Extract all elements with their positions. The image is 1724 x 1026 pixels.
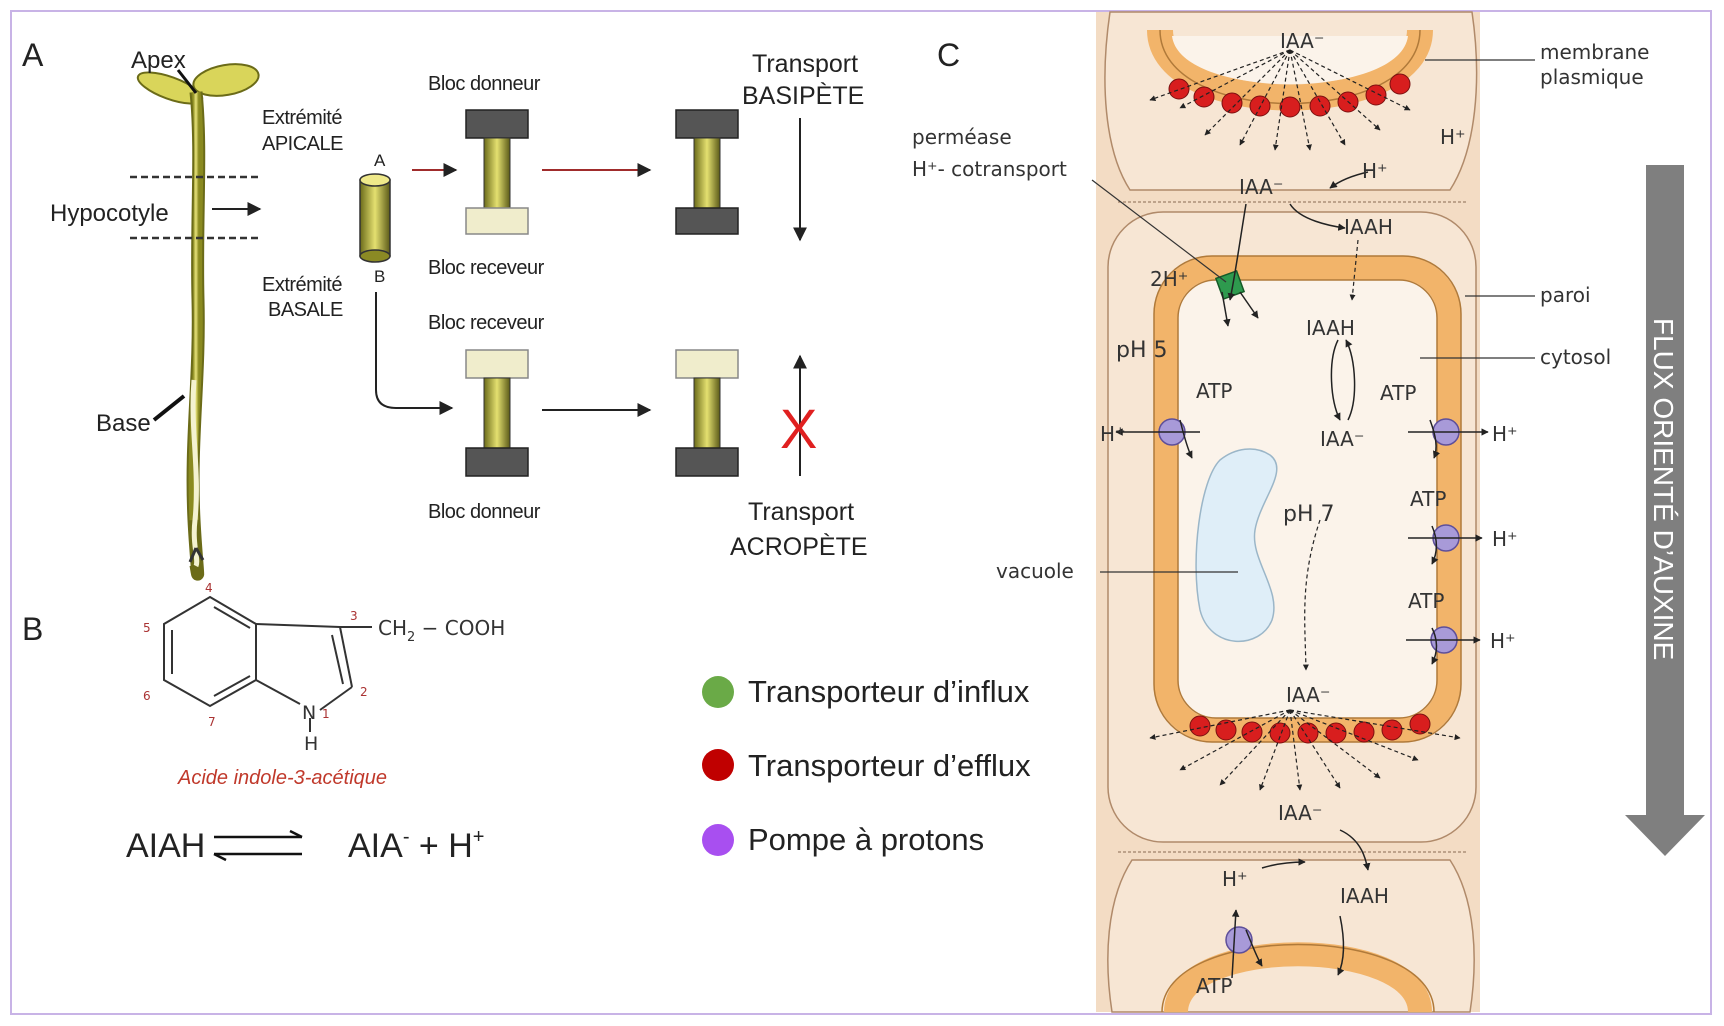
iaa-lower-wall-label: IAA⁻ [1278, 801, 1322, 825]
iaa-structure [163, 595, 372, 732]
panel-label-c: C [937, 37, 960, 73]
iaa-leaving-label: IAA⁻ [1286, 683, 1330, 707]
efflux-carriers-top [1168, 73, 1411, 118]
ph5-label: pH 5 [1116, 338, 1168, 363]
legend-swatch-influx [702, 676, 734, 708]
segment-b-label: B [374, 267, 385, 286]
hypocotyle-label: Hypocotyle [50, 200, 169, 227]
figure-frame [10, 10, 1712, 1015]
atom-2: 2 [360, 685, 368, 699]
cytosol-label: cytosol [1540, 345, 1611, 369]
atom-6: 6 [143, 689, 151, 703]
h-plus-right1-label: H⁺ [1492, 422, 1518, 446]
side-chain-label: CH2 − COOH [378, 616, 505, 645]
base-label: Base [96, 410, 151, 437]
panel-label-a: A [22, 37, 44, 73]
transport-basipete-line2: BASIPÈTE [742, 81, 864, 110]
setup-acropete-after [675, 349, 739, 477]
atom-3: 3 [350, 609, 358, 623]
bloc-donneur-top-label: Bloc donneur [428, 73, 541, 95]
iaa-top-label: IAA⁻ [1280, 29, 1324, 53]
iaa-cytosol-label: IAA⁻ [1320, 427, 1364, 451]
legend-label-efflux: Transporteur d’efflux [748, 748, 1031, 783]
permease-line1: perméase [912, 125, 1012, 149]
flux-label: FLUX ORIENTÉ D’AUXINE [1648, 318, 1679, 660]
iaah-lower-label: IAAH [1340, 884, 1389, 908]
h-plus-entering-label: H⁺ [1362, 159, 1388, 183]
transport-arrows [1115, 171, 1489, 979]
base-pointer [152, 394, 186, 422]
iaah-cytosol-label: IAAH [1306, 316, 1355, 340]
legend-label-influx: Transporteur d’influx [748, 674, 1030, 709]
nh-hydrogen-label: H [304, 733, 318, 755]
vacuole-label: vacuole [996, 559, 1074, 583]
equation-right: AIA- + H+ [348, 826, 484, 865]
atom-1: 1 [322, 707, 330, 721]
atp-right2-label: ATP [1410, 487, 1446, 511]
extremite-apicale-line1: Extrémité [262, 107, 342, 129]
transport-acropete-line1: Transport [748, 498, 854, 526]
h-plus-lower-label: H⁺ [1222, 867, 1248, 891]
h-plus-right3-label: H⁺ [1490, 629, 1516, 653]
h-plus-right2-label: H⁺ [1492, 527, 1518, 551]
membrane-plasmique-line2: plasmique [1540, 65, 1644, 89]
bloc-receveur-top-label: Bloc receveur [428, 257, 545, 279]
hypocotyl-segment [359, 173, 391, 263]
atp-right1-label: ATP [1380, 381, 1416, 405]
permease-line2: H⁺- cotransport [912, 157, 1067, 181]
bloc-receveur-bottom-label: Bloc receveur [428, 312, 545, 334]
atp-bottom-label: ATP [1196, 974, 1232, 998]
diffusion-arrows [1149, 49, 1461, 791]
h-plus-top-label: H⁺ [1440, 125, 1466, 149]
equilibrium-arrows [213, 829, 303, 862]
extremite-apicale-line2: APICALE [262, 133, 343, 155]
iaa-entering-label: IAA⁻ [1239, 175, 1283, 199]
atom-4: 4 [205, 581, 213, 595]
transport-acropete-line2: ACROPÈTE [730, 532, 868, 561]
transport-basipete-line1: Transport [752, 50, 858, 78]
atom-7: 7 [208, 715, 216, 729]
seedling-illustration [136, 63, 260, 581]
atp-left-label: ATP [1196, 379, 1232, 403]
legend-swatch-efflux [702, 749, 734, 781]
h-plus-left-label: H⁺ [1100, 422, 1126, 446]
legend-label-pump: Pompe à protons [748, 822, 984, 857]
setup-basipete-before [465, 109, 529, 235]
extremite-basale-line2: BASALE [268, 299, 343, 321]
two-h-plus-label: 2H⁺ [1150, 267, 1188, 291]
acropete-blocked-cross: X [780, 397, 817, 460]
membrane-plasmique-line1: membrane [1540, 40, 1649, 64]
atom-5: 5 [143, 621, 151, 635]
legend: Transporteur d’influx Transporteur d’eff… [702, 674, 1031, 857]
auxin-flux-arrow [1625, 165, 1705, 856]
atp-right3-label: ATP [1408, 589, 1444, 613]
label-pointer-lines [1091, 59, 1535, 573]
apex-label: Apex [131, 47, 186, 74]
arrow-to-bottom-setup [375, 292, 454, 415]
ph7-label: pH 7 [1283, 502, 1335, 527]
setup-basipete-after [675, 109, 739, 235]
segment-a-label: A [374, 151, 386, 170]
setup-acropete-before [465, 349, 529, 477]
paroi-label: paroi [1540, 283, 1591, 307]
efflux-carriers-bottom [1189, 713, 1431, 744]
molecule-name: Acide indole-3-acétique [177, 767, 387, 789]
extremite-basale-line1: Extrémité [262, 274, 342, 296]
bloc-donneur-bottom-label: Bloc donneur [428, 501, 541, 523]
equation-left: AIAH [126, 827, 205, 865]
apex-pointer [176, 69, 198, 94]
cell-diagram [1096, 11, 1480, 1014]
nitrogen-label: N [302, 702, 316, 724]
iaah-wall-label: IAAH [1344, 215, 1393, 239]
panel-label-b: B [22, 611, 43, 647]
legend-swatch-pump [702, 824, 734, 856]
